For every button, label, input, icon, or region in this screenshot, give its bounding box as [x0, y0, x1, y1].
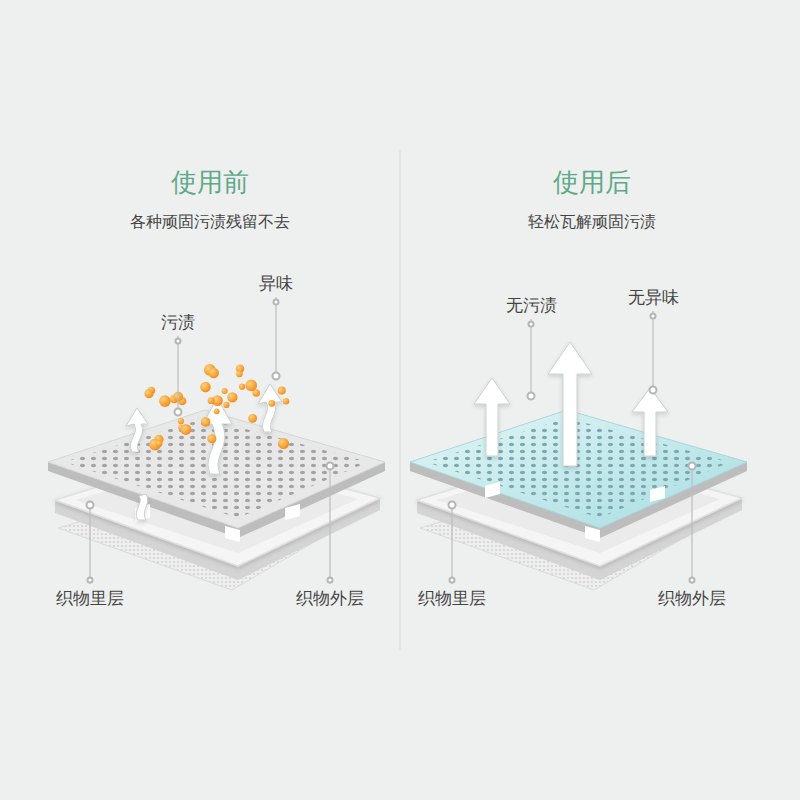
stain-dot	[268, 400, 275, 407]
fresh-arrows	[474, 342, 668, 466]
stain-dot	[227, 392, 237, 402]
stain-dot	[144, 389, 153, 398]
stain-dot	[207, 434, 216, 443]
callout-label: 异味	[259, 273, 293, 293]
layer-label: 织物外层	[658, 588, 726, 608]
callout-label: 无异味	[628, 287, 679, 307]
stain-dot	[178, 418, 184, 424]
stain-dot	[239, 384, 245, 390]
stain-dot	[200, 382, 210, 392]
panel-subtitle: 轻松瓦解顽固污渍	[528, 212, 656, 231]
callout-label: 无污渍	[506, 295, 557, 315]
callout-label: 污渍	[161, 312, 195, 332]
layer-label: 织物里层	[56, 588, 124, 608]
plate-holes	[426, 418, 730, 518]
stain-dot	[180, 424, 191, 435]
stain-dot	[156, 440, 163, 447]
stain-dot	[278, 438, 289, 449]
stain-dot	[208, 397, 215, 404]
stain-dot	[236, 371, 243, 378]
stain-particles	[144, 364, 289, 451]
panel-subtitle: 各种顽固污渍残留不去	[130, 212, 290, 231]
leader-lines	[90, 297, 692, 584]
stain-dot	[222, 388, 228, 394]
stain-dot	[159, 395, 171, 407]
divider	[400, 150, 401, 650]
stain-dot	[214, 408, 220, 414]
stain-dot	[283, 398, 290, 405]
stain-dot	[201, 417, 211, 427]
stain-dot	[245, 380, 257, 392]
leader-dots	[87, 300, 696, 583]
odor-arrows	[126, 384, 282, 520]
plate	[410, 410, 747, 528]
panel-heading: 使用前	[171, 167, 249, 198]
stain-dot	[248, 414, 257, 423]
layer-label: 织物外层	[296, 588, 364, 608]
stain-dot	[278, 387, 286, 395]
stain-dot	[223, 402, 229, 408]
stain-dot	[208, 368, 219, 379]
layer-label: 织物里层	[418, 588, 486, 608]
panel-heading: 使用后	[553, 167, 631, 198]
